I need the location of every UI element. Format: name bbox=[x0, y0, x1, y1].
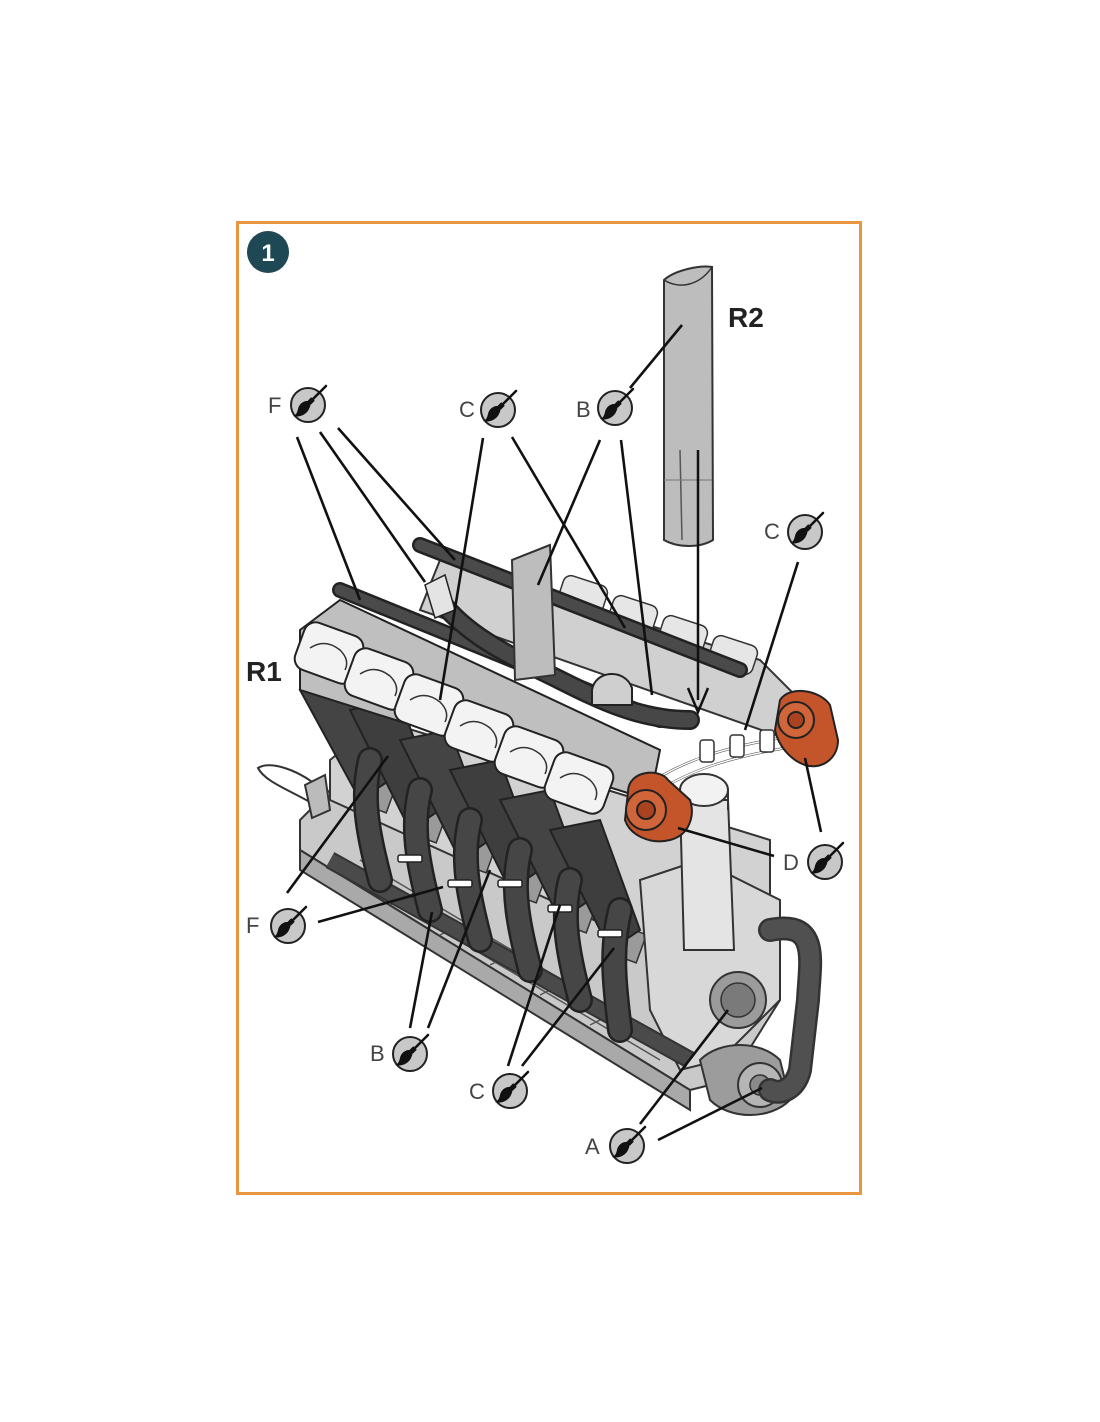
leader-lines bbox=[285, 324, 823, 1142]
paint-brush-icon bbox=[291, 386, 326, 422]
paint-callout-c-right: C bbox=[764, 513, 823, 549]
exhaust-pipe-r2 bbox=[663, 265, 715, 547]
paint-brush-icon bbox=[808, 843, 843, 879]
part-label-r2: R2 bbox=[728, 302, 764, 333]
paint-callout-d-right: D bbox=[783, 843, 843, 879]
paint-brush-icon bbox=[271, 907, 306, 943]
step-number: 1 bbox=[261, 240, 274, 267]
paint-letter: B bbox=[576, 397, 591, 422]
paint-letter: A bbox=[585, 1134, 600, 1159]
paint-letter: C bbox=[764, 519, 780, 544]
insert-arrow bbox=[686, 450, 710, 716]
paint-letter: B bbox=[370, 1041, 385, 1066]
paint-callout-f-top: F bbox=[268, 386, 326, 422]
paint-letter: F bbox=[246, 913, 259, 938]
engine-illustration bbox=[256, 537, 840, 1116]
paint-callout-a-bottom: A bbox=[585, 1127, 645, 1163]
paint-brush-icon bbox=[481, 391, 516, 427]
step-badge: 1 bbox=[247, 231, 289, 273]
paint-brush-icon bbox=[493, 1072, 528, 1108]
paint-letter: C bbox=[459, 397, 475, 422]
step-frame bbox=[236, 221, 862, 1195]
paint-callout-b-bottom: B bbox=[370, 1035, 428, 1071]
paint-brush-icon bbox=[598, 389, 633, 425]
paint-callout-c-top: C bbox=[459, 391, 516, 427]
paint-callout-f-left: F bbox=[246, 907, 306, 943]
paint-brush-icon bbox=[393, 1035, 428, 1071]
paint-callout-c-bottom: C bbox=[469, 1072, 528, 1108]
paint-letter: F bbox=[268, 393, 281, 418]
part-label-r1: R1 bbox=[246, 656, 282, 687]
paint-letter: C bbox=[469, 1079, 485, 1104]
paint-brush-icon bbox=[610, 1127, 645, 1163]
paint-letter: D bbox=[783, 850, 799, 875]
paint-brush-icon bbox=[788, 513, 823, 549]
paint-callout-b-top: B bbox=[576, 389, 633, 425]
